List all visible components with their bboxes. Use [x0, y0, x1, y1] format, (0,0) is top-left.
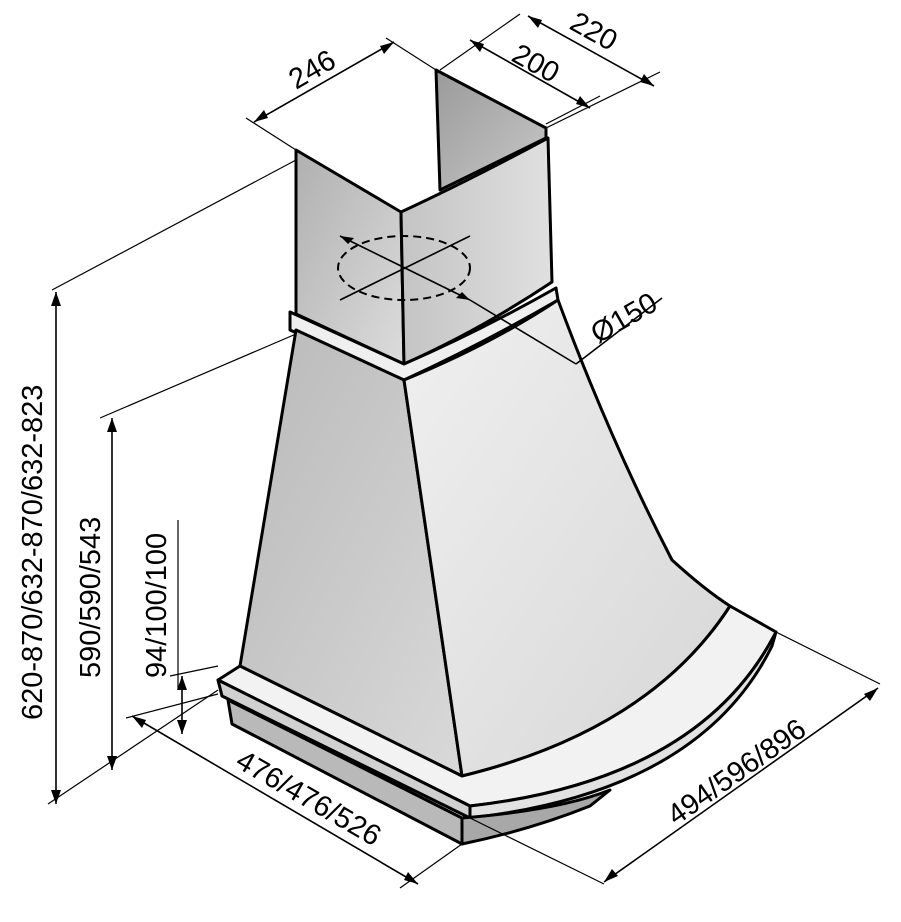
label-chimney-depth: 220	[565, 6, 623, 57]
dim-width-line	[603, 687, 879, 883]
dim-220-arrow-b	[640, 74, 654, 86]
duct-ellipse	[337, 235, 471, 301]
dim-total-arrow-a	[51, 292, 61, 306]
dim-hood-arrow-b	[107, 756, 117, 770]
label-duct-diameter: Ø150	[586, 287, 663, 350]
dim-246-arrow-b	[380, 42, 394, 54]
dim-depth-arrow-b	[404, 872, 418, 884]
dim-total-arrow-b	[51, 790, 61, 804]
duct-arrow-1	[340, 236, 354, 244]
label-hood-height: 590/590/543	[75, 517, 107, 678]
hood-body	[216, 68, 778, 846]
dim-total-ext-top	[51, 159, 297, 291]
label-trim-height: 94/100/100	[141, 533, 173, 678]
label-chimney-inner-depth: 200	[507, 38, 565, 89]
bottom-base-side	[460, 788, 612, 846]
dim-246-arrow-a	[254, 110, 268, 122]
label-chimney-width: 246	[284, 44, 342, 96]
dim-trim-ext-b1	[169, 665, 219, 677]
dim-width-ext-right	[775, 631, 881, 685]
dim-220-ext-2	[439, 13, 521, 71]
duct-opening	[337, 235, 663, 365]
dim-trim-arrow-b	[177, 720, 187, 734]
dim-depth-arrow-a	[132, 716, 146, 728]
dim-246-ext-right	[385, 37, 437, 71]
dim-width-arrow-b	[864, 688, 878, 701]
dim-220-arrow-a	[528, 16, 542, 28]
dim-200-arrow-a	[470, 40, 484, 52]
dim-width-ext-left	[469, 817, 605, 885]
dim-depth-line	[131, 715, 419, 885]
dim-total-ext-bottom	[47, 689, 219, 805]
dim-trim-arrow-a	[177, 676, 187, 690]
bottom-trim-side	[468, 630, 778, 820]
label-total-height: 620-870/632-870/632-823	[17, 385, 49, 720]
dim-hood-ext-top	[99, 333, 297, 419]
duct-cross-line-2	[339, 235, 471, 301]
dim-246-line	[253, 41, 395, 123]
duct-diameter-leader-2	[575, 297, 663, 365]
dim-246-ext-left	[245, 117, 297, 151]
duct-diameter-leader	[469, 299, 577, 365]
dim-200-line	[469, 39, 591, 109]
dim-hood-arrow-a	[107, 418, 117, 432]
dim-depth-ext-left	[125, 693, 219, 719]
dimension-lines	[47, 13, 881, 889]
dim-200-ext	[545, 95, 601, 125]
dim-220-line	[527, 15, 655, 87]
dim-200-arrow-b	[576, 96, 590, 108]
dim-width-arrow-a	[604, 869, 618, 882]
duct-arrow-2	[456, 292, 470, 300]
